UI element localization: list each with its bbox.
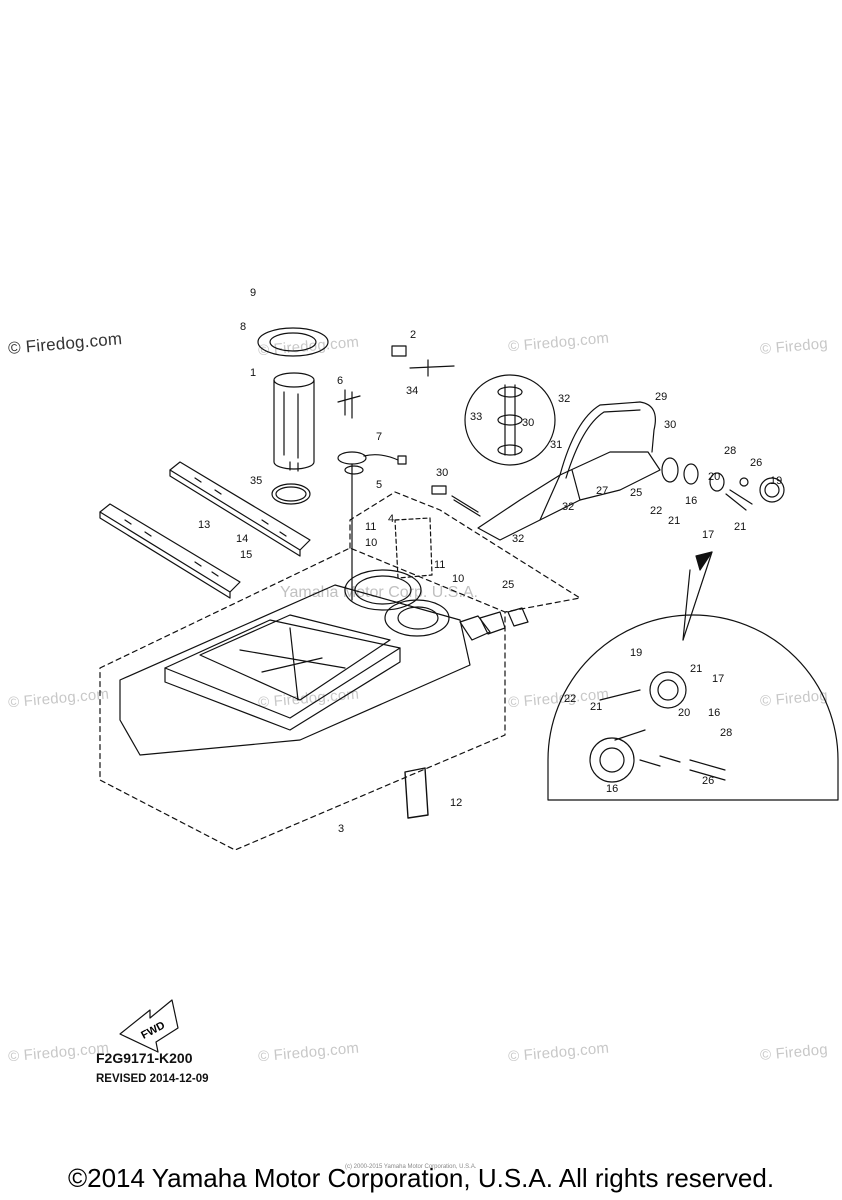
fuel-pump-1 <box>273 372 315 472</box>
fwd-arrow <box>119 999 179 1053</box>
assembly-outline <box>349 491 581 613</box>
callout-10: 10 <box>452 573 464 585</box>
callout-4: 4 <box>388 513 394 525</box>
fwd-label: FWD <box>139 1019 167 1041</box>
callout-28: 29 <box>655 391 667 403</box>
callout-30: 30 <box>436 467 448 479</box>
part-callouts: 9 8 1 2 34 6 7 5 35 30 4 11 10 11 10 13 … <box>198 287 782 835</box>
callout-34: 35 <box>250 475 262 487</box>
callout-13: 13 <box>198 519 210 531</box>
callout-26: 25 <box>630 487 642 499</box>
callout-5: 5 <box>376 479 382 491</box>
copyright-footer: ©2014 Yamaha Motor Corporation, U.S.A. A… <box>67 1163 775 1193</box>
callout-10: 10 <box>365 537 377 549</box>
pad-part-12 <box>404 767 429 819</box>
callout-12: 12 <box>450 797 462 809</box>
callout-33: 34 <box>406 385 418 397</box>
callout-17: 17 <box>702 529 714 541</box>
callout-3: 3 <box>338 823 344 835</box>
detail-arrow <box>682 569 691 641</box>
gasket-8 <box>257 327 329 357</box>
callout-16: 16 <box>708 707 720 719</box>
spring-hose <box>451 495 481 517</box>
callout-21: 21 <box>734 521 746 533</box>
diagram-code: F2G9171-K200 <box>96 1050 193 1066</box>
callout-27: 28 <box>720 727 732 739</box>
callout-19: 19 <box>630 647 642 659</box>
clip-part-2 <box>391 345 407 357</box>
detail-arrow-head <box>695 551 713 571</box>
bolts-6 <box>337 389 361 419</box>
callout-19: 19 <box>770 475 782 487</box>
callout-8: 8 <box>240 321 246 333</box>
callout-20: 20 <box>708 471 720 483</box>
callout-24: 26 <box>702 775 714 787</box>
callout-11: 11 <box>365 521 376 533</box>
fuel-tank <box>99 547 529 851</box>
callout-26: 25 <box>502 579 514 591</box>
clamp-part-30 <box>431 485 447 495</box>
callout-30: 30 <box>522 417 534 429</box>
detail-callout-cap <box>547 614 839 801</box>
callout-9: 9 <box>250 287 256 299</box>
callout-6: 6 <box>337 375 343 387</box>
callout-22: 21 <box>668 515 680 527</box>
callout-16: 16 <box>606 783 618 795</box>
callout-24: 26 <box>750 457 762 469</box>
fuel-sender-7 <box>337 451 407 601</box>
callout-30: 30 <box>664 419 676 431</box>
filler-neck-25 <box>477 401 661 541</box>
callout-29: 31 <box>550 439 562 451</box>
callout-22: 21 <box>590 701 602 713</box>
callout-21: 21 <box>690 663 702 675</box>
callout-14: 14 <box>236 533 248 545</box>
tiny-copyright-notice: (c) 2000-2015 Yamaha Motor Corporation, … <box>345 1164 477 1170</box>
detail-circle-31 <box>464 374 556 466</box>
callout-11: 11 <box>434 559 445 571</box>
callout-23: 22 <box>650 505 662 517</box>
filler-cap-assembly <box>661 457 785 511</box>
callout-2: 2 <box>410 329 416 341</box>
callout-32: 32 <box>512 533 524 545</box>
callout-32: 32 <box>558 393 570 405</box>
callout-1: 1 <box>250 367 256 379</box>
revised-date: REVISED 2014-12-09 <box>96 1073 209 1085</box>
callout-25: 27 <box>596 485 608 497</box>
mounting-rails-13 <box>99 461 311 599</box>
callout-23: 22 <box>564 693 576 705</box>
callout-32: 32 <box>562 501 574 513</box>
callout-16: 16 <box>685 495 697 507</box>
yamaha-center-watermark: Yamaha Motor Corp. U.S.A. <box>280 584 478 601</box>
callout-20: 20 <box>678 707 690 719</box>
callout-31: 33 <box>470 411 482 423</box>
callout-27: 28 <box>724 445 736 457</box>
callout-7: 7 <box>376 431 382 443</box>
pin-part-33 <box>409 359 455 377</box>
callout-17: 17 <box>712 673 724 685</box>
callout-15: 15 <box>240 549 252 561</box>
o-ring-34 <box>271 483 311 505</box>
